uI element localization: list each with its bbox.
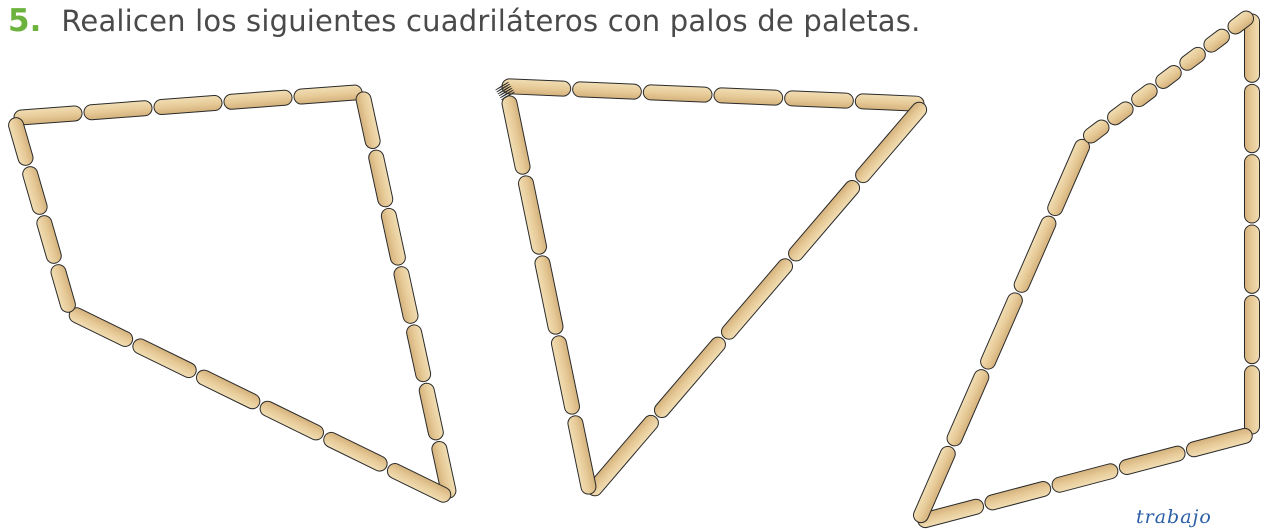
popsicle-stick [196,369,261,410]
popsicle-stick [1082,119,1110,144]
popsicle-stick [498,87,513,97]
popsicle-stick [500,91,515,101]
popsicle-stick [355,91,381,149]
popsicle-stick [386,463,452,503]
popsicle-stick [497,85,512,95]
popsicle-stick [1047,138,1090,217]
popsicle-stick [550,335,581,415]
popsicle-stick [501,95,531,175]
quadrilateral-2 [495,78,928,497]
popsicle-stick [1227,10,1255,35]
popsicle-stick [1107,101,1134,126]
quadrilateral-3 [913,10,1260,529]
popsicle-stick [517,175,548,255]
popsicle-stick [642,84,713,103]
popsicle-stick [1203,28,1230,53]
popsicle-stick [567,415,597,495]
popsicle-stick [495,81,510,91]
popsicle-stick [406,324,432,383]
popsicle-stick [653,336,726,418]
popsicle-stick [534,255,564,335]
popsicle-stick [1179,46,1206,71]
exercise-instruction: Realicen los siguientes cuadriláteros co… [61,4,921,38]
popsicle-stick [13,105,83,126]
quadrilateral-1 [8,84,457,503]
popsicle-stick [153,95,223,115]
popsicle-stick [380,207,406,266]
popsicle-stick [1013,215,1057,293]
popsicle-stick [1051,463,1119,493]
popsicle-stick [68,307,134,347]
popsicle-stick [984,481,1052,511]
popsicle-stick [83,100,153,121]
popsicle-stick [323,431,388,472]
popsicle-stick [418,382,444,441]
popsicle-stick [22,166,48,215]
popsicle-stick [223,89,293,110]
popsicle-stick [368,149,394,208]
popsicle-stick [1118,445,1186,475]
popsicle-stick [8,117,34,166]
exercise-header: 5. Realicen los siguientes cuadriláteros… [8,0,921,42]
popsicle-stick [1244,154,1260,224]
popsicle-stick [946,369,990,447]
popsicle-stick [1244,365,1260,435]
popsicle-stick [496,83,511,93]
popsicle-stick [788,180,861,262]
popsicle-stick [1244,224,1260,294]
popsicle-stick [259,400,324,441]
popsicle-stick [913,445,956,524]
exercise-number: 5. [8,3,42,39]
popsicle-stick [132,338,197,379]
popsicle-stick [720,258,794,340]
watermark-text: trabajo [1136,506,1212,528]
popsicle-stick [393,266,419,324]
popsicle-stick [1244,83,1260,154]
popsicle-stick [980,292,1023,370]
popsicle-stick [36,215,62,264]
popsicle-stick [713,87,784,106]
popsicle-stick [572,81,642,100]
popsicle-stick [1244,294,1260,365]
popsicle-stick [855,101,928,184]
popsicle-stick [293,84,363,105]
popsicle-stick [1155,65,1182,89]
popsicle-stick [1185,427,1253,458]
popsicle-stick [1131,83,1158,108]
popsicle-stick [50,264,76,313]
popsicle-stick [499,89,514,99]
popsicle-stick [784,90,854,109]
